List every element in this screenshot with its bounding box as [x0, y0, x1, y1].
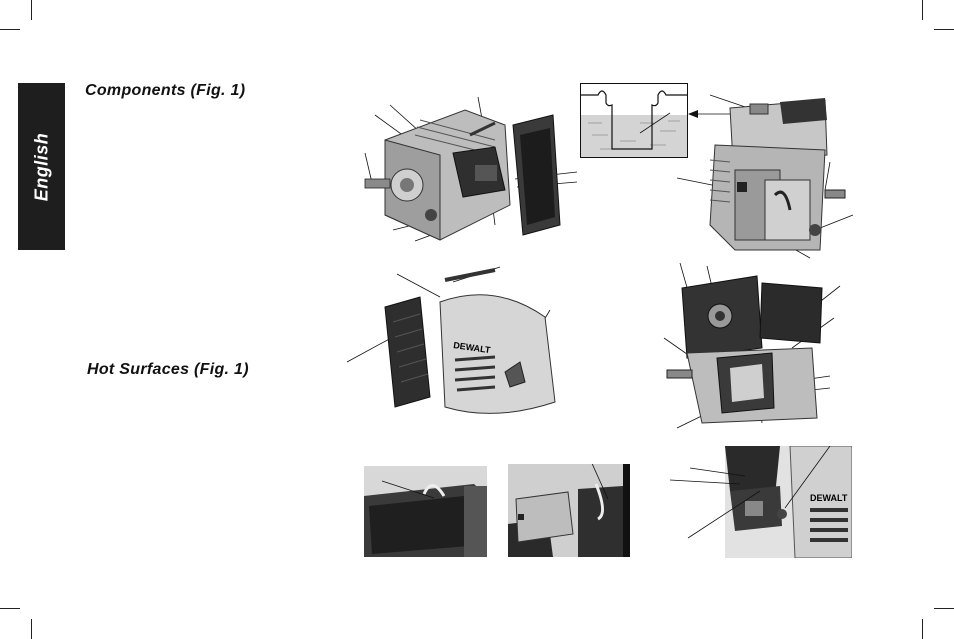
engine-figure-a — [345, 95, 580, 245]
photo-carburetor — [508, 464, 630, 557]
crop-mark — [31, 619, 32, 639]
engine-figure-b — [675, 90, 855, 260]
crop-mark — [0, 608, 20, 609]
crop-mark — [922, 619, 923, 639]
photo-fuel-valve: DEWALT — [670, 446, 852, 558]
crop-mark — [31, 0, 32, 20]
language-tab: English — [18, 83, 65, 250]
engine-figure-d — [662, 258, 842, 430]
language-tab-label: English — [31, 132, 51, 201]
dewalt-logo-photo: DEWALT — [810, 493, 848, 503]
components-heading: Components (Fig. 1) — [85, 82, 246, 99]
crop-mark — [934, 608, 954, 609]
engine-figure-c: DEWALT — [345, 262, 585, 422]
crop-mark — [0, 29, 20, 30]
crop-mark — [922, 0, 923, 20]
hot-surfaces-heading: Hot Surfaces (Fig. 1) — [87, 361, 249, 378]
photo-air-filter — [364, 466, 487, 557]
oil-level-inset — [580, 83, 688, 158]
crop-mark — [934, 29, 954, 30]
